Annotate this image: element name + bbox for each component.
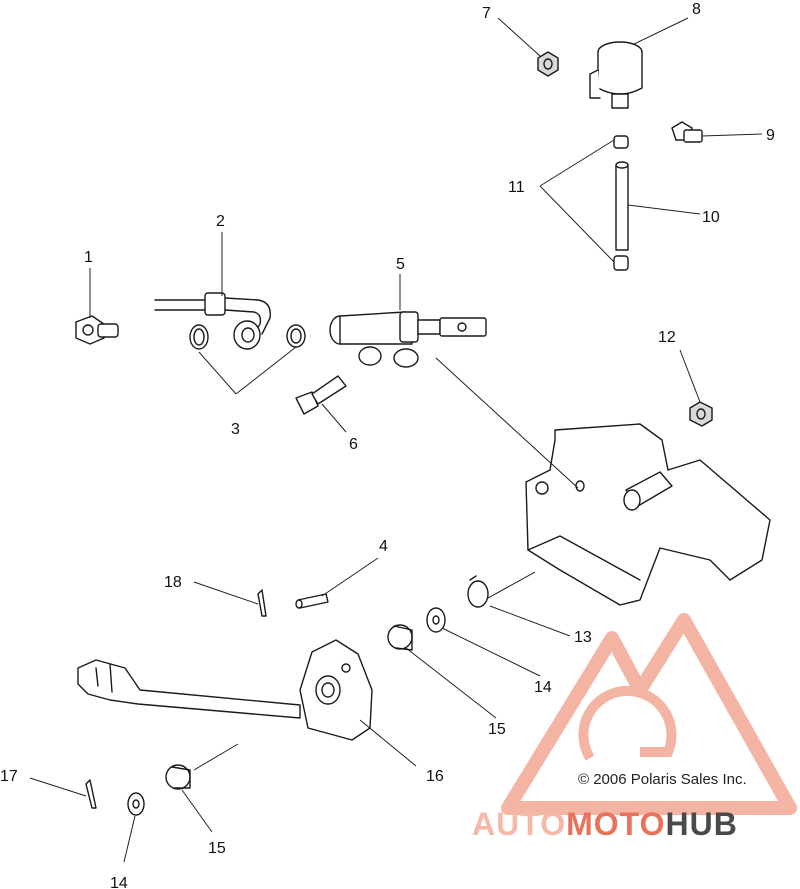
callout-4: 4 [379, 538, 388, 555]
callout-14: 14 [534, 679, 552, 696]
watermark-logo-icon [501, 613, 797, 815]
callout-18: 18 [164, 574, 182, 591]
callout-14-lower: 14 [110, 875, 128, 889]
callout-9: 9 [766, 127, 775, 144]
part-1-banjo-bolt-icon [75, 315, 119, 345]
watermark-brand-part-1: AUTO [472, 806, 567, 842]
part-13-retaining-clip-icon [467, 575, 489, 608]
part-18-cotter-pin-icon [257, 589, 267, 617]
callout-10: 10 [702, 209, 720, 226]
part-10-hose-icon [615, 161, 629, 251]
callout-17: 17 [0, 768, 18, 785]
part-14-washer-lower-icon [127, 792, 145, 816]
part-5-master-cylinder-icon [329, 311, 487, 368]
callout-11: 11 [508, 179, 525, 196]
copyright-notice: © 2006 Polaris Sales Inc. [578, 771, 747, 788]
callout-15: 15 [488, 721, 506, 738]
callout-1: 1 [84, 249, 93, 266]
callout-2: 2 [216, 213, 225, 230]
callout-15-lower: 15 [208, 840, 226, 857]
part-15-bushing-icon [387, 624, 413, 651]
watermark-brand-part-2: MOTO [566, 806, 666, 842]
part-15-bushing-lower-icon [165, 764, 191, 790]
callout-7: 7 [482, 5, 491, 22]
part-17-cotter-pin-icon [85, 779, 97, 809]
part-4-clevis-pin-icon [295, 593, 329, 609]
leader-lines [29, 17, 763, 863]
callout-8: 8 [692, 1, 701, 18]
part-7-nut-icon [537, 51, 559, 77]
part-16-brake-pedal-icon [77, 639, 373, 741]
part-11-clamps-icon [613, 135, 629, 271]
callout-16: 16 [426, 768, 444, 785]
part-2-brake-line-icon [154, 292, 271, 350]
callout-3: 3 [231, 421, 240, 438]
callout-13: 13 [574, 629, 592, 646]
part-3-washers-icon [189, 324, 306, 350]
callout-6: 6 [349, 436, 358, 453]
watermark-brand-part-3: HUB [665, 806, 738, 842]
callout-labels: 1 2 3 4 5 6 7 8 9 10 11 12 13 14 14 15 1… [0, 1, 775, 889]
part-9-screw-icon [671, 121, 703, 143]
part-8-reservoir-icon [589, 41, 643, 109]
part-14-washer-icon [426, 607, 446, 633]
part-6-bolt-icon [295, 375, 347, 415]
mounting-bracket-icon [525, 423, 771, 606]
callout-12: 12 [658, 329, 676, 346]
part-12-nut-icon [689, 401, 713, 427]
watermark-brand-text: AUTOMOTOHUB [472, 806, 738, 843]
callout-5: 5 [396, 256, 405, 273]
